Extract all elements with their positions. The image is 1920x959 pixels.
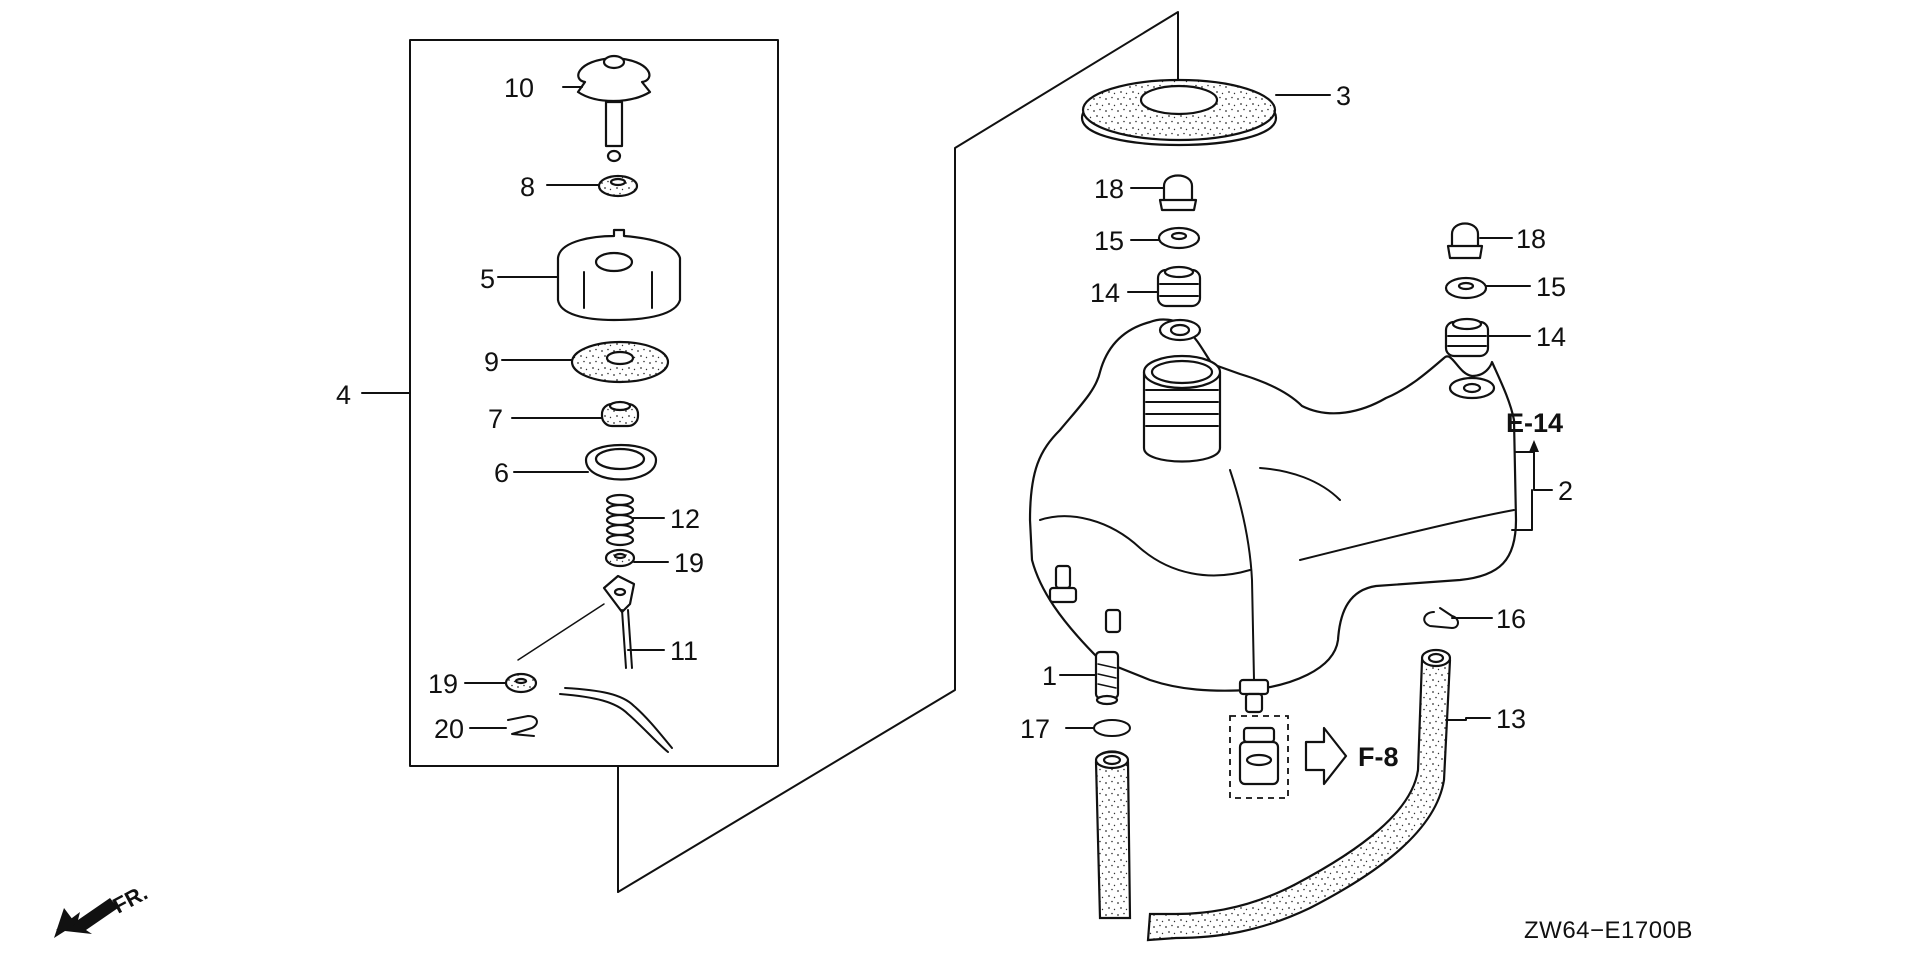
part-19-washer-lower (464, 672, 538, 694)
diagram-code: ZW64−E1700B (1524, 917, 1693, 944)
label-part-16: 16 (1496, 604, 1526, 634)
label-part-14-left: 14 (1090, 278, 1120, 308)
part-13-fuel-hose (1146, 648, 1491, 942)
label-part-6: 6 (494, 458, 509, 488)
label-part-20: 20 (434, 714, 464, 744)
label-part-18-left: 18 (1094, 174, 1124, 204)
assembly-link-lines (617, 11, 1179, 893)
label-part-14-right: 14 (1536, 322, 1566, 352)
label-part-7: 7 (488, 404, 503, 434)
part-11-strainer (517, 574, 673, 753)
part-10-vent-knob (562, 54, 652, 163)
part-20-clip (469, 715, 538, 737)
reference-f8-label: F-8 (1358, 742, 1399, 772)
part-19-washer-upper (604, 548, 669, 568)
label-part-19-lower: 19 (428, 669, 458, 699)
label-part-10: 10 (504, 73, 534, 103)
label-part-15-left: 15 (1094, 226, 1124, 256)
reference-e14-label: E-14 (1506, 408, 1563, 438)
part-15-washer-right (1444, 276, 1531, 300)
label-part-1: 1 (1042, 661, 1057, 691)
part-16-hose-clip (1423, 607, 1493, 629)
label-part-3: 3 (1336, 81, 1351, 111)
part-5-filler-cap (497, 228, 682, 322)
fuel-hose-left (1094, 750, 1132, 920)
part-18-cap-nut-right (1446, 222, 1513, 260)
part-6-cup-seal (513, 444, 658, 481)
label-part-9: 9 (484, 347, 499, 377)
label-part-15-right: 15 (1536, 272, 1566, 302)
part-14-grommet-left (1127, 265, 1202, 308)
part-18-cap-nut-left (1130, 174, 1198, 212)
part-9-gasket (501, 340, 670, 384)
label-part-11: 11 (670, 636, 698, 666)
cap-assembly-frame (361, 39, 779, 767)
label-part-17: 17 (1020, 714, 1050, 744)
label-part-12: 12 (670, 504, 700, 534)
reference-f8 (1229, 715, 1348, 799)
front-direction-arrow (54, 898, 118, 938)
part-3-insulator (1080, 78, 1331, 147)
reference-e14 (1529, 440, 1539, 479)
part-1-fuel-strainer (1059, 650, 1120, 706)
label-part-13: 13 (1496, 704, 1526, 734)
callout-labels: 10 8 5 9 4 7 6 12 19 11 19 20 3 18 15 14… (109, 73, 1693, 944)
part-7-spacer (511, 400, 640, 428)
label-part-2: 2 (1558, 476, 1573, 506)
part-12-spring (605, 493, 665, 547)
label-part-18-right: 18 (1516, 224, 1546, 254)
part-2-fuel-tank (1028, 318, 1553, 714)
label-part-8: 8 (520, 172, 535, 202)
part-14-grommet-right (1444, 317, 1531, 358)
label-part-5: 5 (480, 264, 495, 294)
label-part-19-upper: 19 (674, 548, 704, 578)
part-15-washer-left (1130, 226, 1201, 250)
front-indicator-label: FR. (109, 880, 152, 919)
part-17-hose-clip (1065, 719, 1131, 737)
part-8-washer (546, 174, 639, 198)
label-part-4: 4 (336, 380, 351, 410)
